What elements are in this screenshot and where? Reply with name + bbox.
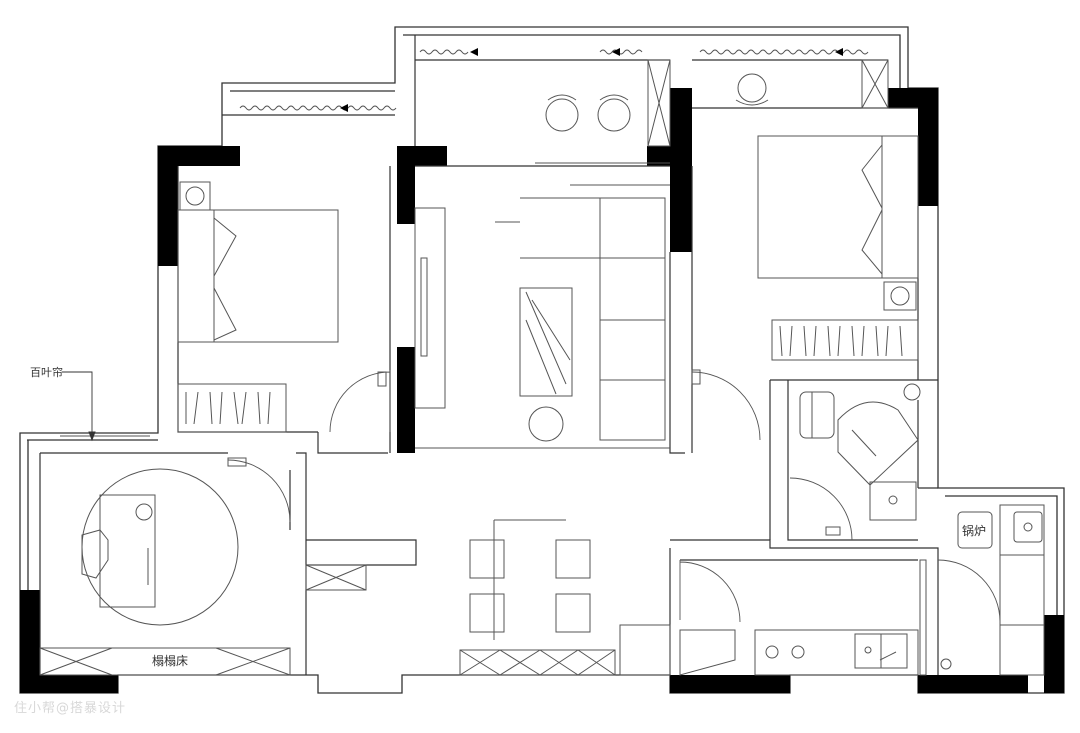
bathroom — [789, 383, 921, 541]
blinds-annotation — [62, 371, 96, 442]
utility-balcony — [957, 504, 1045, 676]
partitions — [39, 35, 939, 675]
study-room — [39, 457, 367, 676]
kitchen — [679, 559, 1001, 676]
left-bedroom — [177, 181, 391, 433]
right-bedroom — [691, 59, 919, 441]
tatami-label: 榻榻床 — [152, 654, 188, 668]
watermark-text: 住小帮@搭暴设计 — [14, 701, 127, 716]
boiler-label: 锅炉 — [962, 523, 986, 538]
window-arrows — [340, 48, 843, 112]
living-dining — [414, 59, 671, 676]
structural-walls — [20, 88, 1064, 693]
window-wave-lines — [60, 49, 869, 437]
blinds-label: 百叶帘 — [30, 365, 63, 379]
